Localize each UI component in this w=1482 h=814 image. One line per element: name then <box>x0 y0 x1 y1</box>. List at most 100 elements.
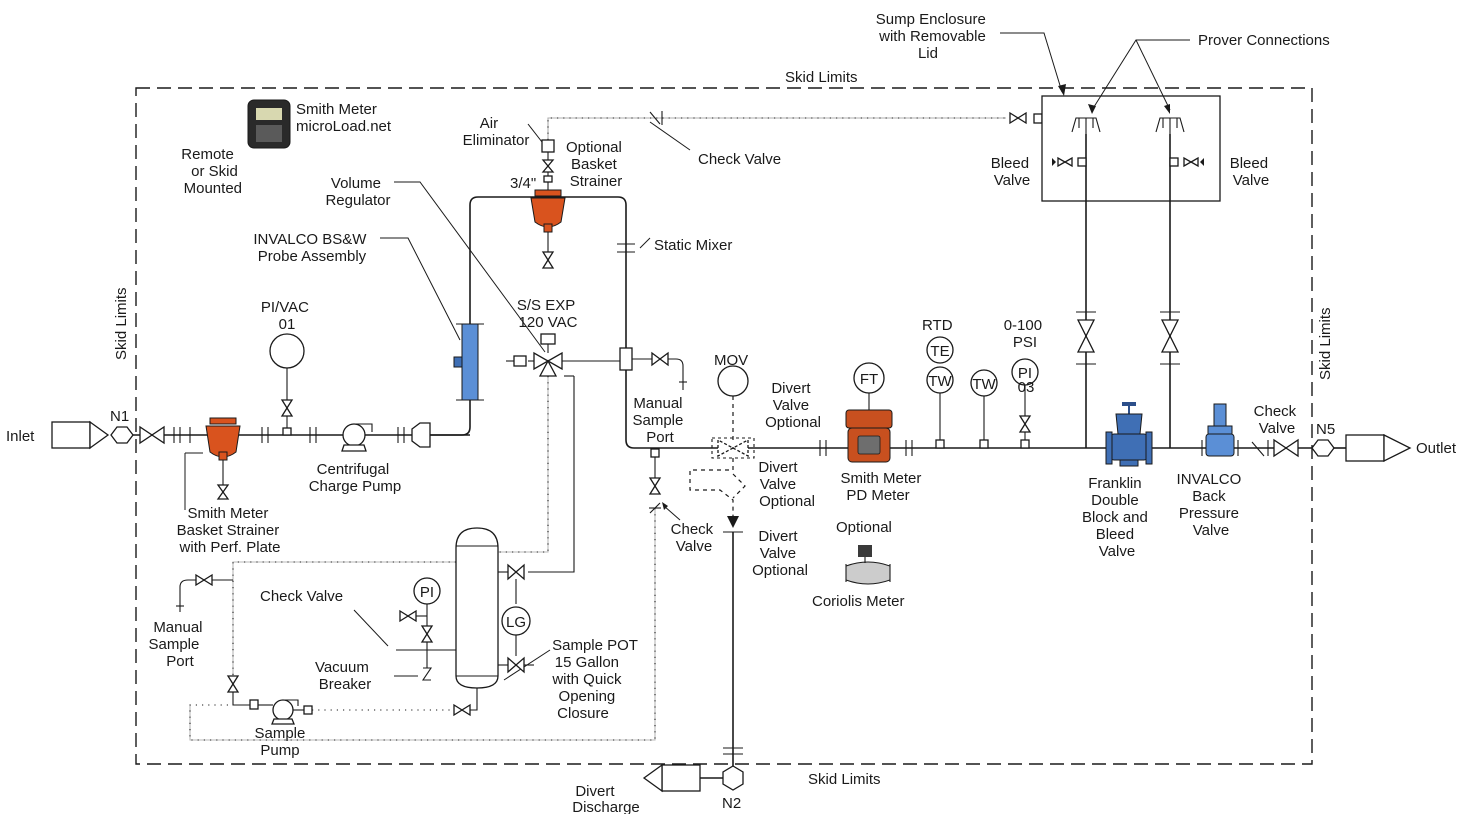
volume-regulator-label: Volume Regulator <box>325 175 390 209</box>
n5-label: N5 <box>1316 421 1335 438</box>
ss-exp-actuator-icon <box>540 333 556 345</box>
rtd-label: RTD <box>922 317 953 334</box>
prover-connections-label: Prover Connections <box>1198 32 1330 49</box>
pot-bottom-valve-icon <box>507 656 525 674</box>
bleed-valve-left-label: Bleed Valve <box>991 155 1034 189</box>
n2-label: N2 <box>722 795 741 812</box>
sampler-to-pot-line <box>498 376 549 553</box>
optional-label: Optional <box>836 519 892 536</box>
skid-limits-top-label: Skid Limits <box>785 69 858 86</box>
microload-label: Smith Meter microLoad.net <box>296 101 392 135</box>
inlet-label: Inlet <box>6 428 35 445</box>
inlet-gate-valve-icon <box>139 425 165 445</box>
top-check-valve-label: Check Valve <box>698 151 781 168</box>
static-mixer-icon <box>617 243 635 253</box>
tw-label-2: TW <box>972 376 996 393</box>
pi-03-bottom-label: 03 <box>1018 379 1035 396</box>
prover-connection-left-icon <box>1071 117 1101 134</box>
manual-sample-valve-icon <box>651 351 669 367</box>
invalco-probe-label: INVALCO BS&W Probe Assembly <box>253 231 370 265</box>
smith-basket-strainer-icon <box>205 417 241 461</box>
franklin-dbb-valve-icon <box>1105 402 1153 467</box>
ft-label: FT <box>860 371 878 388</box>
pump-discharge-valve-icon <box>453 703 471 717</box>
divert-valve-optional-2-label: Divert Valve Optional <box>758 459 815 510</box>
invalco-probe-assembly-icon <box>453 323 484 401</box>
nozzle-n1-icon <box>110 426 134 444</box>
divert-valve-optional-1-label: Divert Valve Optional <box>765 380 821 431</box>
bleed-valve-right-label: Bleed Valve <box>1230 155 1273 189</box>
sample-pot-vessel <box>455 527 499 689</box>
invalco-bpv-label: INVALCO Back Pressure Valve <box>1177 471 1246 539</box>
coriolis-meter-icon <box>845 545 891 585</box>
prover-return-valve-icon <box>1009 111 1027 125</box>
outlet-gate-valve-icon <box>1273 438 1299 458</box>
sump-enclosure-label: Sump Enclosure with Removable Lid <box>876 11 990 62</box>
mov-actuator <box>717 365 749 397</box>
strainer-drain-valve-icon <box>216 484 230 500</box>
outlet-label: Outlet <box>1416 440 1457 457</box>
pi-small-label: PI <box>420 584 434 601</box>
bleed-valve-right-icon <box>1169 156 1204 168</box>
sample-pump-label: Sample Pump <box>254 725 309 759</box>
pot-top-valve-icon <box>507 563 525 581</box>
vacuum-breaker-label: Vacuum Breaker <box>315 659 373 693</box>
reducer-icon <box>411 422 431 448</box>
pi-03-valve-icon <box>1018 415 1032 433</box>
prover-connection-right-icon <box>1155 117 1185 134</box>
loop-drain-valve-icon <box>226 675 240 693</box>
sample-pump-icon <box>271 699 299 725</box>
smith-basket-strainer-label: Smith Meter Basket Strainer with Perf. P… <box>177 505 284 556</box>
outlet-check-valve-icon <box>1251 440 1269 457</box>
te-bubble <box>926 336 954 364</box>
skid-limits-boundary <box>135 87 1313 765</box>
optional-basket-strainer-icon <box>530 189 566 233</box>
manual-sample-left-valve-icon <box>195 573 213 587</box>
skid-limits-right-label: Skid Limits <box>1317 307 1334 380</box>
franklin-valve-label: Franklin Double Block and Bleed Valve <box>1082 475 1152 560</box>
air-eliminator-label: Air Eliminator <box>463 115 530 149</box>
divert-discharge-label: Divert Discharge <box>572 783 640 814</box>
bleed-valve-left-icon <box>1052 156 1087 168</box>
optional-strainer-drain-valve-icon <box>541 251 555 269</box>
air-eliminator-icon <box>541 139 555 153</box>
centrifugal-pump-label: Centrifugal Charge Pump <box>309 461 402 495</box>
nozzle-n2-icon <box>722 765 744 791</box>
smith-pd-meter-icon <box>845 409 893 463</box>
coriolis-meter-label: Coriolis Meter <box>812 593 905 610</box>
pi-vent-valve-icon <box>399 609 417 623</box>
ss-exp-sampler-valve-icon <box>533 351 563 377</box>
mov-label: MOV <box>714 352 748 369</box>
top-check-valve-icon <box>649 111 663 125</box>
n1-label: N1 <box>110 408 129 425</box>
ss-exp-label: S/S EXP 120 VAC <box>517 297 579 331</box>
sample-pot-label: Sample POT 15 Gallon with Quick Opening … <box>551 637 642 722</box>
microload-controller-icon <box>247 99 291 149</box>
static-mixer-label: Static Mixer <box>654 237 732 254</box>
lg-label: LG <box>506 614 526 631</box>
sample-line-valve-icon <box>648 477 662 495</box>
three-quarter-label: 3/4" <box>510 175 536 192</box>
smith-pd-meter-label: Smith Meter PD Meter <box>840 470 925 504</box>
optional-basket-strainer-label: Optional Basket Strainer <box>566 139 626 190</box>
tw-label-1: TW <box>928 373 952 390</box>
te-label: TE <box>930 343 949 360</box>
check-valve-mid-label: Check Valve <box>671 521 718 555</box>
nozzle-n5-icon <box>1311 439 1335 457</box>
pi-vac-01-gauge <box>269 333 305 369</box>
inlet-connector <box>51 420 110 450</box>
sump-enclosure <box>1041 95 1221 202</box>
pressure-range-label: 0-100 PSI <box>1004 317 1047 351</box>
pi-vac-isolation-valve-icon <box>280 399 294 417</box>
invalco-back-pressure-valve-icon <box>1205 403 1235 457</box>
prover-riser-valve-left-icon <box>1076 311 1096 365</box>
check-valve-left-label: Check Valve <box>260 588 343 605</box>
remote-or-skid-label: Remote or Skid Mounted <box>181 146 242 197</box>
divert-valve-icon <box>711 437 755 459</box>
air-eliminator-return-line <box>547 117 1006 140</box>
centrifugal-pump-icon <box>341 423 373 452</box>
check-valve-right-label: Check Valve <box>1254 403 1301 437</box>
skid-limits-left-label: Skid Limits <box>113 287 130 360</box>
